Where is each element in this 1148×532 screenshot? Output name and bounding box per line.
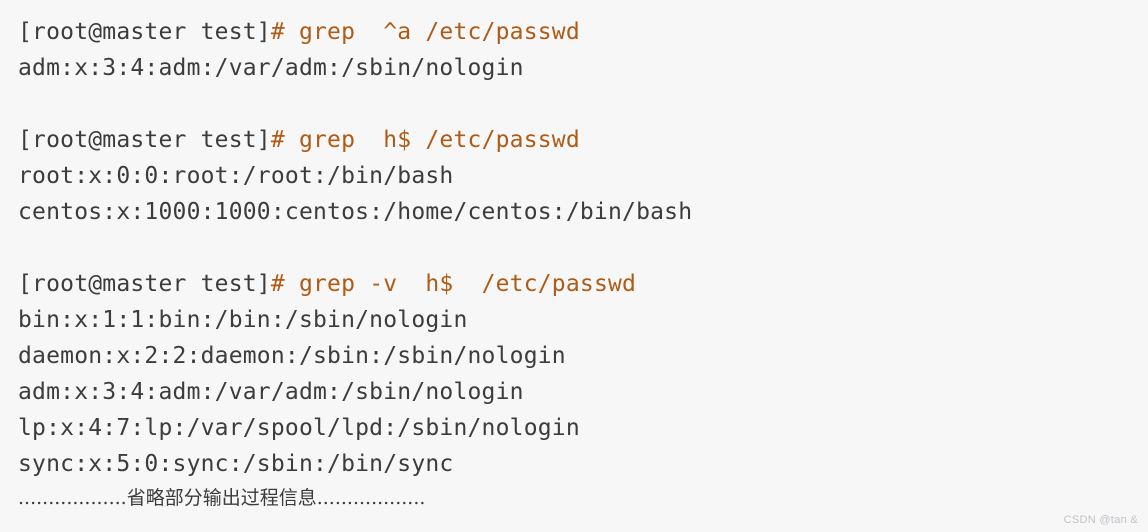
output-line: centos:x:1000:1000:centos:/home/centos:/… [18,199,693,225]
shell-command: # grep -v h$ /etc/passwd [270,271,637,297]
command-line: [root@master test]# grep h$ /etc/passwd [18,122,1148,158]
output-line: daemon:x:2:2:daemon:/sbin:/sbin/nologin [18,343,566,369]
shell-prompt: [root@master test] [18,271,271,297]
output-line: adm:x:3:4:adm:/var/adm:/sbin/nologin [18,379,524,405]
output-line: root:x:0:0:root:/root:/bin/bash [18,163,454,189]
command-line: [root@master test]# grep -v h$ /etc/pass… [18,266,1148,302]
shell-command: # grep ^a /etc/passwd [270,19,580,45]
output-line: adm:x:3:4:adm:/var/adm:/sbin/nologin [18,55,524,81]
blank-line [18,230,1148,266]
shell-prompt: [root@master test] [18,127,271,153]
output-line: lp:x:4:7:lp:/var/spool/lpd:/sbin/nologin [18,415,580,441]
shell-command: # grep h$ /etc/passwd [270,127,580,153]
command-line: [root@master test]# grep ^a /etc/passwd [18,14,1148,50]
csdn-watermark: CSDN @tan & [1063,514,1138,526]
blank-line [18,86,1148,122]
output-line: sync:x:5:0:sync:/sbin:/bin/sync [18,451,454,477]
shell-prompt: [root@master test] [18,19,271,45]
omitted-output-note: ..................省略部分输出过程信息............… [18,487,426,509]
output-line: bin:x:1:1:bin:/bin:/sbin/nologin [18,307,468,333]
